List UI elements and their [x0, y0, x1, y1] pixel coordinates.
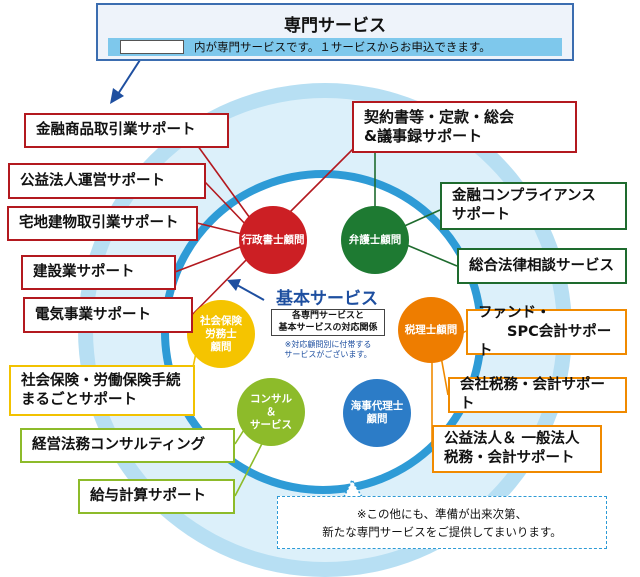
service-kaisha-zeimu-label: 会社税務・会計サポート — [460, 377, 605, 412]
service-sogo-horitsu: 総合法律相談サービス — [457, 248, 627, 284]
service-koeki-zeimu-label: 公益法人＆ 一般法人 税務・会計サポート — [444, 431, 580, 466]
header-panel: 専門サービス 内が専門サービスです。１サービスからお申込できます。 — [96, 3, 574, 61]
service-keiei-consul: 経営法務コンサルティング — [20, 428, 235, 463]
service-shakai-hoken: 社会保険・労働保険手続 まるごとサポート — [9, 365, 195, 416]
arrowhead-center — [227, 279, 241, 291]
service-kinyu-torihiki-label: 金融商品取引業サポート — [36, 122, 196, 138]
advisor-bengoshi: 弁護士顧問 — [348, 233, 402, 246]
advisor-zeirishi: 税理士顧問 — [404, 323, 458, 336]
service-keiei-consul-label: 経営法務コンサルティング — [32, 437, 206, 453]
arrowhead-top — [110, 88, 124, 104]
service-koeki-zeimu: 公益法人＆ 一般法人 税務・会計サポート — [432, 425, 602, 473]
service-koeki-unei-label: 公益法人運営サポート — [20, 172, 165, 189]
bengoshi-circle — [341, 206, 409, 274]
service-fund-spc-label: ファンド・ SPC会計サポート — [478, 304, 612, 359]
service-denki: 電気事業サポート — [23, 297, 193, 333]
service-keiyaku: 契約書等・定款・総会 &議事録サポート — [352, 101, 577, 153]
footer-note: ※この他にも、準備が出来次第、 新たな専門サービスをご提供してまいります。 — [277, 496, 607, 549]
service-sogo-horitsu-label: 総合法律相談サービス — [469, 257, 614, 274]
advisor-sharoushi: 社会保険 労務士 顧問 — [200, 314, 242, 353]
service-kensetsu: 建設業サポート — [21, 255, 176, 290]
advisor-consul: コンサル ＆ サービス — [250, 392, 292, 431]
service-takken: 宅地建物取引業サポート — [7, 206, 198, 241]
service-kinyu-torihiki: 金融商品取引業サポート — [24, 113, 229, 148]
service-compliance: 金融コンプライアンス サポート — [440, 182, 627, 230]
kaiji-circle — [343, 379, 411, 447]
center-title: 基本サービス — [276, 289, 378, 309]
service-fund-spc: ファンド・ SPC会計サポート — [466, 305, 627, 359]
sharoushi-circle — [187, 300, 255, 368]
service-kaisha-zeimu: 会社税務・会計サポート — [448, 377, 627, 413]
gyosei-circle — [239, 206, 307, 274]
service-keiyaku-label: 契約書等・定款・総会 &議事録サポート — [364, 108, 515, 145]
footer-note-text: ※この他にも、準備が出来次第、 新たな専門サービスをご提供してまいります。 — [322, 506, 562, 539]
service-kensetsu-label: 建設業サポート — [33, 264, 135, 280]
service-kyuyo-label: 給与計算サポート — [90, 488, 206, 504]
legend-text: 内が専門サービスです。１サービスからお申込できます。 — [194, 40, 491, 54]
consul-circle — [237, 378, 305, 446]
header-legend-bar: 内が専門サービスです。１サービスからお申込できます。 — [108, 38, 562, 56]
center-relation-label: 各専門サービスと 基本サービスの対応関係 — [271, 309, 385, 336]
legend-sample-box — [120, 40, 184, 54]
service-kyuyo: 給与計算サポート — [78, 479, 235, 514]
service-compliance-label: 金融コンプライアンス サポート — [452, 188, 596, 223]
service-denki-label: 電気事業サポート — [35, 306, 151, 323]
advisor-kaiji: 海事代理士 顧問 — [350, 400, 404, 425]
service-koeki-unei: 公益法人運営サポート — [8, 163, 206, 199]
header-title: 専門サービス — [284, 16, 386, 36]
service-shakai-hoken-label: 社会保険・労働保険手続 まるごとサポート — [21, 372, 181, 408]
center-note: ※対応顧問別に付帯する サービスがございます。 — [284, 340, 372, 359]
zeirishi-circle — [398, 297, 464, 363]
advisor-gyosei: 行政書士顧問 — [241, 233, 305, 246]
service-takken-label: 宅地建物取引業サポート — [19, 215, 179, 231]
footer-balloon-tip — [342, 478, 364, 498]
